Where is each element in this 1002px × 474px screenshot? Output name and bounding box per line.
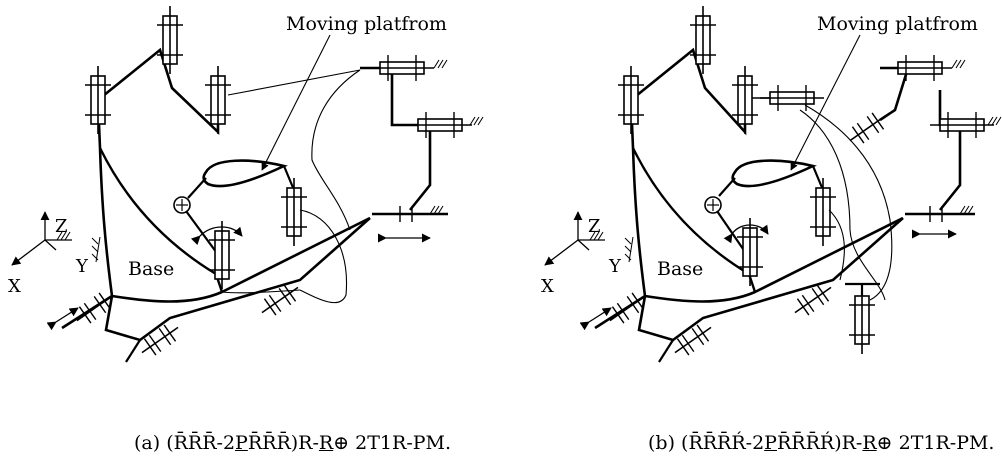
moving-platform-label: Moving platfrom bbox=[817, 13, 978, 35]
moving-platform bbox=[731, 159, 817, 188]
ground-hatch bbox=[469, 116, 484, 126]
axis-z-label: Z bbox=[55, 216, 68, 237]
caption-b-part: (b) (R̄R̄R̄Ŕ-2 bbox=[648, 432, 765, 454]
axis-x-label: X bbox=[541, 276, 554, 297]
revolute-joint bbox=[736, 217, 764, 287]
base-label: Base bbox=[657, 258, 703, 280]
ground-hatch bbox=[433, 59, 448, 69]
ground-hatch bbox=[987, 116, 1002, 126]
caption-a-part: R bbox=[318, 432, 334, 454]
prismatic-joint bbox=[843, 106, 893, 150]
caption-b-part: P bbox=[764, 432, 777, 454]
rotation-arrow bbox=[190, 226, 243, 246]
caption-b-part: ⊕ 2T1R-PM. bbox=[876, 432, 995, 454]
caption-a-part: R̄R̄R̄)R- bbox=[247, 432, 319, 454]
axis-y-label: Y bbox=[608, 256, 622, 277]
revolute-joint bbox=[848, 285, 876, 355]
caption-a-part: P bbox=[235, 432, 248, 454]
panel-b: Z Y X Base Moving platfrom bbox=[541, 5, 1002, 363]
axes-a bbox=[11, 211, 72, 266]
caption-a-part: ⊕ 2T1R-PM. bbox=[333, 432, 452, 454]
rotation-arrow bbox=[723, 224, 769, 244]
revolute-joint bbox=[689, 5, 717, 75]
revolute-joint bbox=[617, 65, 645, 135]
axis-x-label: X bbox=[8, 276, 21, 297]
revolute-joint bbox=[208, 220, 236, 290]
caption-b: (b) (R̄R̄R̄Ŕ-2PR̄R̄R̄Ŕ)R-R⊕ 2T1R-PM. bbox=[648, 432, 994, 454]
revolute-joint bbox=[280, 177, 308, 247]
caption-b-part: R bbox=[862, 432, 877, 454]
caption-a-part: (a) (R̄R̄R̄-2 bbox=[134, 432, 236, 454]
base-label: Base bbox=[128, 258, 174, 280]
revolute-joint bbox=[809, 177, 837, 247]
revolute-joint bbox=[369, 54, 435, 82]
ground-hatch bbox=[951, 59, 966, 69]
moving-platform-label: Moving platfrom bbox=[286, 13, 447, 35]
revolute-joint bbox=[156, 5, 184, 75]
axis-z-label: Z bbox=[588, 216, 601, 237]
panel-a: Z Y X Base Moving platfrom bbox=[8, 5, 484, 363]
moving-platform bbox=[202, 159, 288, 188]
caption-b-part: R̄R̄R̄Ŕ)R- bbox=[776, 432, 863, 454]
translation-arrow bbox=[46, 307, 79, 331]
axes-b bbox=[544, 211, 605, 266]
revolute-joint bbox=[84, 65, 112, 135]
caption-a: (a) (R̄R̄R̄-2PR̄R̄R̄)R-R⊕ 2T1R-PM. bbox=[134, 432, 451, 454]
translation-arrow bbox=[579, 307, 612, 331]
revolute-joint bbox=[407, 111, 473, 139]
revolute-joint bbox=[887, 54, 953, 82]
axis-y-label: Y bbox=[75, 256, 89, 277]
